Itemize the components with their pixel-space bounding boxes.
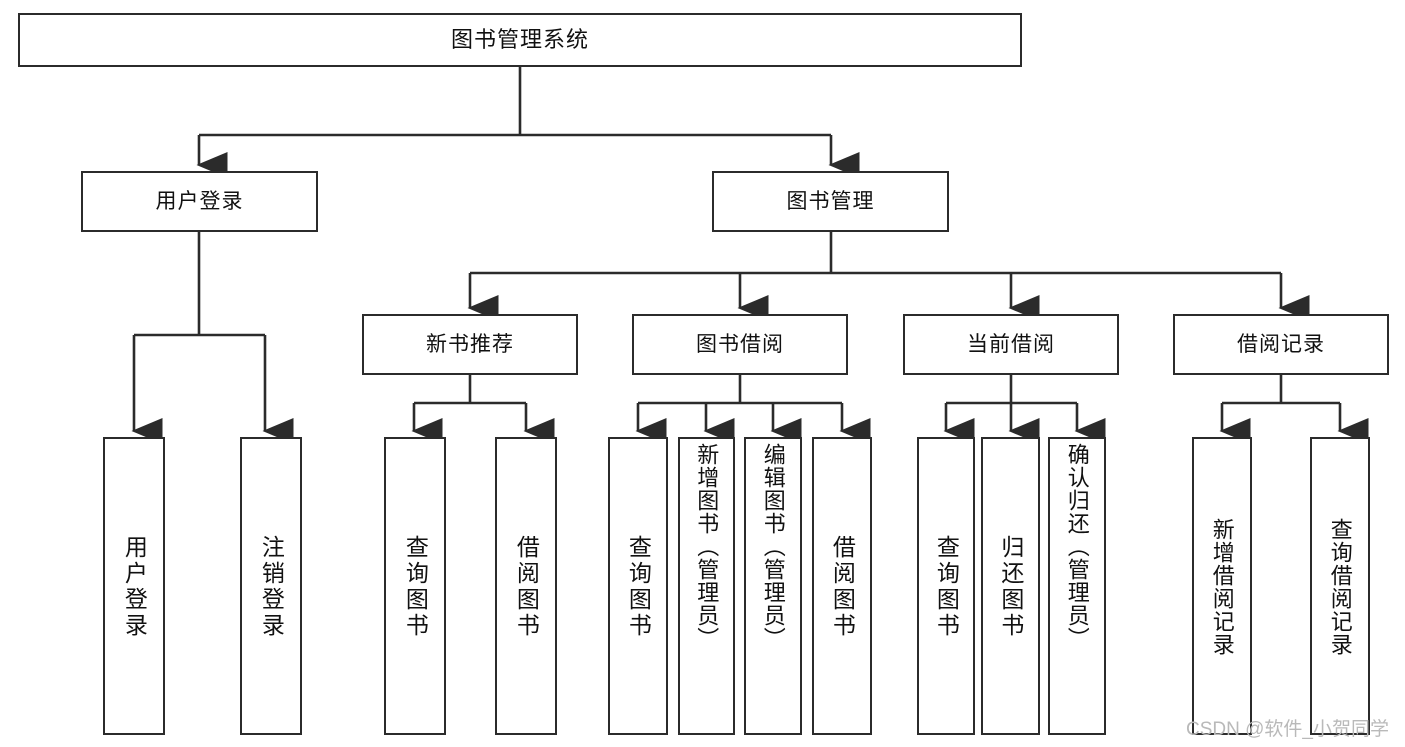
node-label: 用户登录 [155, 189, 244, 213]
node-leaf-query-book-current[interactable]: 查询图书 [917, 437, 975, 735]
node-current-borrow[interactable]: 当前借阅 [903, 314, 1119, 375]
node-label: 用户登录 [121, 535, 148, 639]
node-leaf-user-login[interactable]: 用户登录 [103, 437, 165, 735]
node-label: 借阅图书 [829, 535, 856, 639]
node-label: 图书管理系统 [450, 26, 589, 52]
node-book-borrow[interactable]: 图书借阅 [632, 314, 848, 375]
node-borrow-record[interactable]: 借阅记录 [1173, 314, 1389, 375]
csdn-watermark: CSDN @软件_小贺同学 [1186, 719, 1389, 740]
node-label: 注销登录 [258, 535, 285, 639]
node-label: 图书管理 [786, 189, 875, 213]
node-label: 编辑图书（管理员） [760, 443, 786, 650]
node-leaf-query-book-borrow[interactable]: 查询图书 [608, 437, 668, 735]
node-label: 归还图书 [997, 535, 1024, 639]
node-label: 借阅图书 [513, 535, 540, 639]
node-leaf-return-book[interactable]: 归还图书 [981, 437, 1040, 735]
node-label: 查询图书 [625, 535, 652, 639]
node-leaf-logout[interactable]: 注销登录 [240, 437, 302, 735]
node-label: 借阅记录 [1237, 332, 1325, 356]
node-new-book-recommendation[interactable]: 新书推荐 [362, 314, 578, 375]
node-label: 查询图书 [933, 535, 960, 639]
node-label: 图书借阅 [696, 332, 784, 356]
node-leaf-query-borrow-record[interactable]: 查询借阅记录 [1310, 437, 1370, 735]
node-label: 当前借阅 [967, 332, 1055, 356]
node-label: 新增借阅记录 [1209, 518, 1235, 656]
node-leaf-borrow-book[interactable]: 借阅图书 [812, 437, 872, 735]
node-label: 新书推荐 [426, 332, 514, 356]
node-label: 新增图书（管理员） [694, 443, 720, 650]
node-leaf-add-borrow-record[interactable]: 新增借阅记录 [1192, 437, 1252, 735]
node-leaf-add-book-admin[interactable]: 新增图书（管理员） [678, 437, 735, 735]
node-user-login[interactable]: 用户登录 [81, 171, 318, 232]
node-label: 查询借阅记录 [1327, 518, 1353, 656]
node-leaf-query-book-rec[interactable]: 查询图书 [384, 437, 446, 735]
node-root-book-management-system[interactable]: 图书管理系统 [18, 13, 1022, 67]
node-book-management[interactable]: 图书管理 [712, 171, 949, 232]
node-leaf-confirm-return-admin[interactable]: 确认归还（管理员） [1048, 437, 1106, 735]
node-leaf-edit-book-admin[interactable]: 编辑图书（管理员） [744, 437, 802, 735]
node-label: 确认归还（管理员） [1064, 443, 1090, 650]
node-leaf-borrow-book-rec[interactable]: 借阅图书 [495, 437, 557, 735]
node-label: 查询图书 [402, 535, 429, 639]
